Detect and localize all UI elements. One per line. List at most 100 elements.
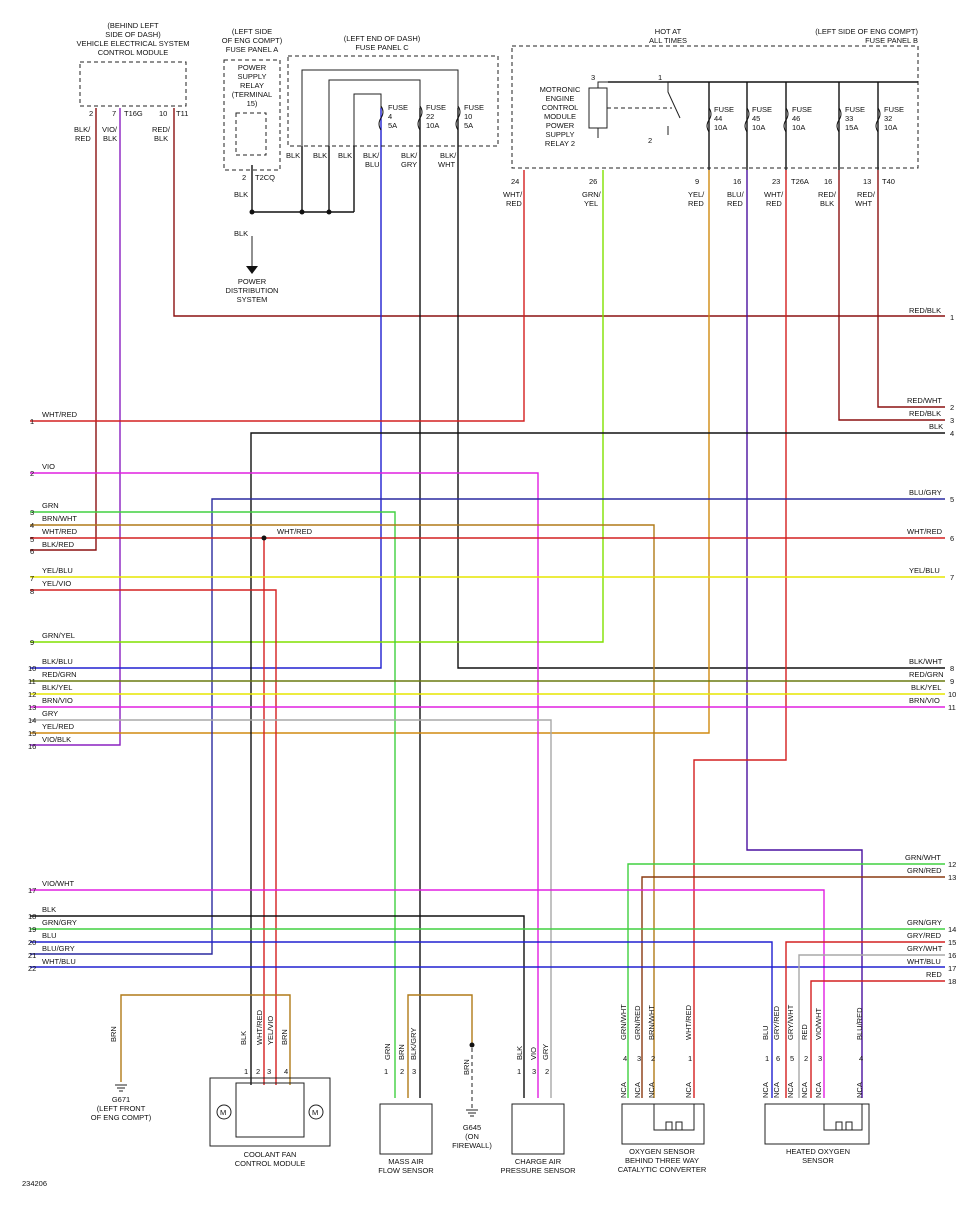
wire-label: 16 — [948, 951, 956, 960]
fuse-symbol — [744, 107, 750, 133]
wire-label: 13 — [948, 873, 956, 882]
maf-sensor-label: MASS AIR FLOW SENSOR — [378, 1157, 434, 1175]
fuse-number: 10 — [464, 112, 472, 121]
wire-label: GRY/RED — [907, 931, 942, 940]
wire-10 — [457, 108, 945, 669]
svg-text:FUSE PANEL C: FUSE PANEL C — [355, 43, 409, 52]
wire-label: 14 — [28, 716, 36, 725]
wire-label: BLU/GRY — [909, 488, 942, 497]
wire-label: 22 — [28, 964, 36, 973]
wire-label: 10 — [159, 109, 167, 118]
svg-text:RELAY 2: RELAY 2 — [545, 139, 575, 148]
fuse-symbol — [455, 105, 461, 131]
fuse-number: 4 — [388, 112, 392, 121]
wire-label: GRY — [401, 160, 417, 169]
wire-label: 8 — [950, 664, 954, 673]
fuse-panel-c-box — [287, 55, 499, 147]
fuse-number: 45 — [752, 114, 760, 123]
coolant-fan-module-inner — [235, 1082, 305, 1138]
wire-label: RED — [727, 199, 743, 208]
wire-label: BLK/ — [440, 151, 457, 160]
wire-label: GRN/RED — [907, 866, 942, 875]
splice-c2 — [326, 209, 332, 215]
coolant-fan-module-box — [209, 1077, 331, 1147]
wire-20 — [30, 498, 945, 955]
wire-label: 14 — [948, 925, 956, 934]
vertical-wire-label: GRN — [383, 1043, 392, 1060]
wire-label: GRN/GRY — [42, 918, 77, 927]
svg-text:HEATED OXYGEN: HEATED OXYGEN — [786, 1147, 850, 1156]
fuse-symbol — [836, 107, 842, 133]
diagram-id: 234206 — [22, 1179, 47, 1188]
wire-label: 20 — [28, 938, 36, 947]
svg-text:RELAY: RELAY — [240, 81, 264, 90]
svg-text:ALL TIMES: ALL TIMES — [649, 36, 687, 45]
wire-layer — [30, 81, 945, 1098]
wire-label: WHT/RED — [42, 410, 78, 419]
vertical-wire-label: GRN/WHT — [619, 1004, 628, 1040]
wire-label: BLU/GRY — [42, 944, 75, 953]
vertical-wire-label: NCA — [786, 1082, 795, 1098]
vertical-wire-label: RED — [800, 1024, 809, 1040]
svg-text:COOLANT FAN: COOLANT FAN — [244, 1150, 297, 1159]
pin-number: 1 — [765, 1054, 769, 1063]
pin-number: 3 — [818, 1054, 822, 1063]
wire-label: 4 — [950, 429, 954, 438]
wire-13 — [30, 170, 710, 734]
svg-text:FLOW SENSOR: FLOW SENSOR — [378, 1166, 434, 1175]
wire-label: WHT/RED — [277, 527, 313, 536]
fuse-number: 44 — [714, 114, 722, 123]
motor-left-icon — [216, 1104, 232, 1120]
wire-label: 2 — [950, 403, 954, 412]
motronic-relay-switch — [597, 81, 681, 138]
wire-label: 11 — [948, 703, 956, 712]
wire-label: BLK — [313, 151, 327, 160]
svg-text:POWER: POWER — [238, 63, 267, 72]
wire-label: 4 — [30, 521, 34, 530]
vertical-wire-label: BLU/RED — [855, 1007, 864, 1040]
wire-label: VIO/ — [102, 125, 118, 134]
wire-label: 19 — [28, 925, 36, 934]
vertical-wire-label: BRN — [397, 1044, 406, 1060]
fuse-panel-b-box — [511, 45, 919, 169]
pin-number: 5 — [790, 1054, 794, 1063]
splice-g645 — [469, 1042, 475, 1048]
fuse-number: 32 — [884, 114, 892, 123]
vertical-wire-label: NCA — [684, 1082, 693, 1098]
wire-label: 2 — [242, 173, 246, 182]
wire-22 — [30, 524, 655, 1098]
vertical-wire-label: GRN/RED — [633, 1005, 642, 1040]
wire-16 — [838, 170, 945, 421]
fuse-number: 46 — [792, 114, 800, 123]
wire-label: T11 — [176, 109, 188, 118]
coolant-fan-module-label: COOLANT FAN CONTROL MODULE — [235, 1150, 306, 1168]
svg-text:OF ENG COMPT): OF ENG COMPT) — [222, 36, 283, 45]
fuse-name: FUSE — [792, 105, 812, 114]
svg-text:FUSE PANEL A: FUSE PANEL A — [226, 45, 279, 54]
splice-wht-red — [261, 535, 267, 541]
wire-label: YEL/BLU — [42, 566, 73, 575]
wire-label: BLK/ — [74, 125, 91, 134]
wire-label: VIO — [42, 462, 55, 471]
wire-label: RED/ — [818, 190, 837, 199]
wire-label: 26 — [589, 177, 597, 186]
wire-label: VIO/WHT — [42, 879, 74, 888]
wire-label: 8 — [30, 587, 34, 596]
svg-text:OXYGEN SENSOR: OXYGEN SENSOR — [629, 1147, 695, 1156]
wire-label: 9 — [30, 638, 34, 647]
arrow-head — [246, 266, 258, 274]
svg-text:SUPPLY: SUPPLY — [545, 130, 574, 139]
wire-21 — [30, 511, 396, 1098]
svg-text:(BEHIND LEFT: (BEHIND LEFT — [107, 21, 159, 30]
fuse-name: FUSE — [845, 105, 865, 114]
svg-text:(LEFT END OF DASH): (LEFT END OF DASH) — [344, 34, 421, 43]
fuse-name: FUSE — [464, 103, 484, 112]
wire-label: 3 — [950, 416, 954, 425]
vertical-wire-label: BRN — [109, 1026, 118, 1042]
